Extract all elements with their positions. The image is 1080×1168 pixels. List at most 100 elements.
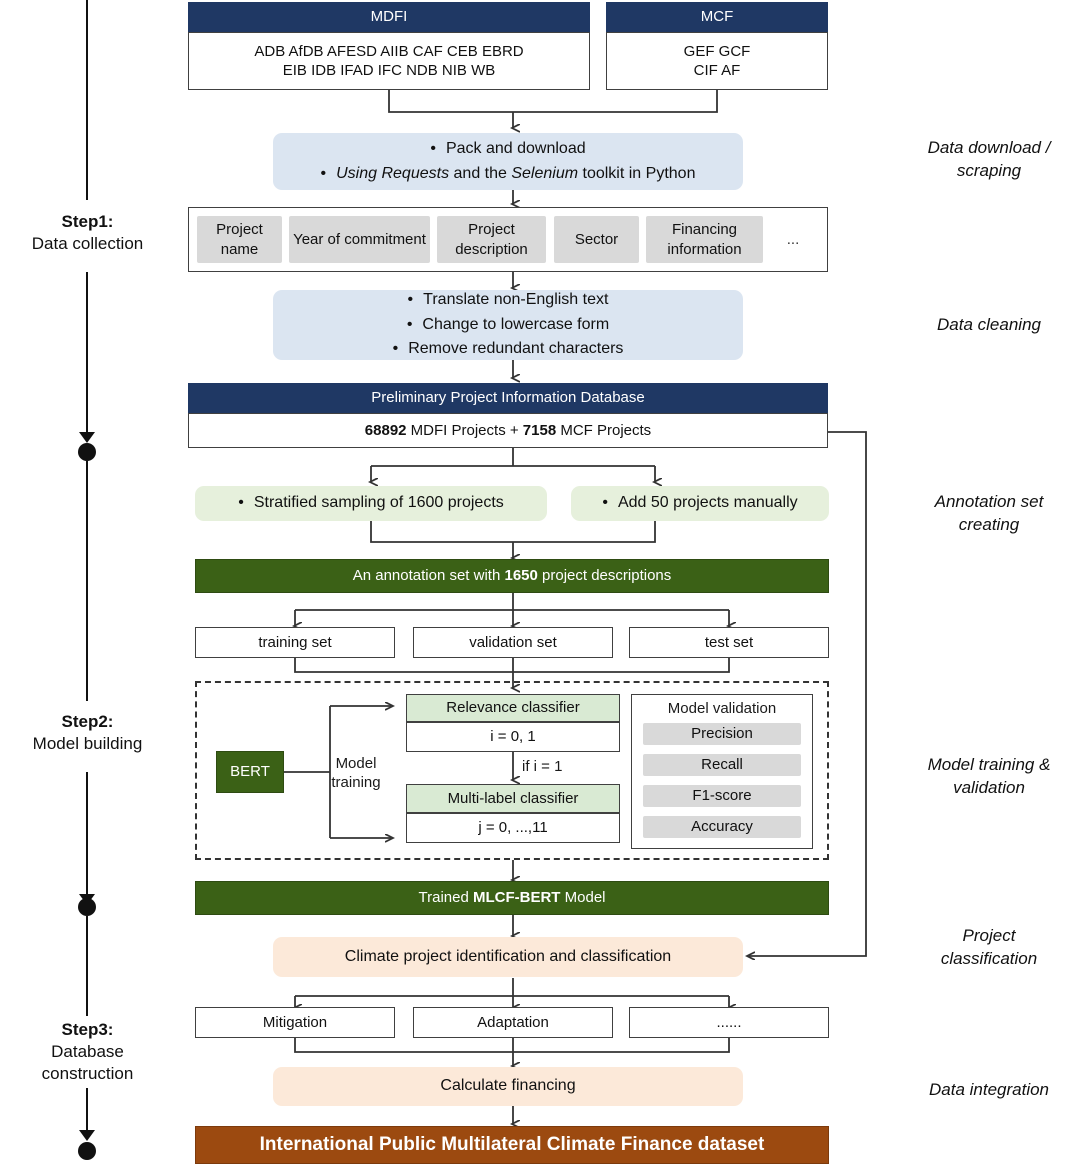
category-mitigation: Mitigation: [195, 1007, 395, 1038]
field-chip-project-name[interactable]: Project name: [197, 216, 282, 263]
timeline-dot-1: [78, 443, 96, 461]
metric-accuracy: Accuracy: [643, 816, 801, 838]
split-test-set: test set: [629, 627, 829, 658]
timeline-arrow-3: [79, 1130, 95, 1141]
model-building-panel: [195, 681, 829, 860]
split-training-set: training set: [195, 627, 395, 658]
mdfi-line-1: ADB AfDB AFESD AIIB CAF CEB EBRD: [254, 42, 524, 60]
cleaning-bullet-3: Remove redundant characters: [273, 337, 743, 362]
annotation-set-post: project descriptions: [537, 567, 672, 585]
database-header: Preliminary Project Information Database: [188, 383, 828, 413]
annotation-line-1: Data download /: [927, 138, 1051, 157]
field-chip-project-description[interactable]: Project description: [437, 216, 546, 263]
metric-f1-score: F1-score: [643, 785, 801, 807]
download-bullet-2: Using Requests and the Selenium toolkit …: [273, 162, 743, 187]
download-bullet-2-mid: and the: [449, 164, 512, 182]
metric-precision: Precision: [643, 723, 801, 745]
annotation-data-download: Data download / scraping: [898, 137, 1080, 183]
mdfi-count-label: MDFI Projects +: [406, 421, 523, 439]
step-1-sub: Data collection: [31, 234, 144, 254]
timeline-dot-3: [78, 1142, 96, 1160]
model-training-label: Model training: [325, 751, 387, 795]
database-counts: 68892 MDFI Projects + 7158 MCF Projects: [188, 413, 828, 448]
mdfi-body: ADB AfDB AFESD AIIB CAF CEB EBRD EIB IDB…: [188, 32, 590, 90]
multilabel-classifier-header: Multi-label classifier: [406, 784, 620, 813]
mcf-project-count: 7158: [522, 421, 557, 439]
bert-box: BERT: [216, 751, 284, 793]
annotation-line-1: Model training &: [927, 755, 1051, 774]
annotation-annotation-set: Annotation set creating: [898, 491, 1080, 537]
timeline-segment-3: [86, 461, 88, 701]
annotation-set-pre: An annotation set with: [352, 567, 505, 585]
annotation-line-1: Project: [962, 926, 1016, 945]
step-label-3: Step3: Database construction: [0, 1016, 175, 1089]
relevance-classifier-value: i = 0, 1: [406, 722, 620, 752]
annotation-line-1: Data integration: [928, 1080, 1050, 1099]
annotation-set-box: An annotation set with 1650 project desc…: [195, 559, 829, 593]
annotation-line-2: creating: [958, 514, 1020, 534]
annotation-model-training: Model training & validation: [898, 754, 1080, 800]
split-validation-set: validation set: [413, 627, 613, 658]
field-chip-year-of-commitment[interactable]: Year of commitment: [289, 216, 430, 263]
field-chip-ellipsis: ...: [786, 230, 800, 248]
timeline-dot-2: [78, 898, 96, 916]
field-chip-sector[interactable]: Sector: [554, 216, 639, 263]
model-training-line-1: Model: [335, 754, 377, 772]
step-label-1: Step1: Data collection: [0, 208, 175, 259]
trained-model-name: MLCF-BERT: [472, 889, 561, 907]
mcf-line-1: GEF GCF: [683, 42, 751, 60]
metric-recall: Recall: [643, 754, 801, 776]
mdfi-header: MDFI: [188, 2, 590, 32]
cleaning-bullet-2: Change to lowercase form: [273, 313, 743, 338]
field-chip-financing-information[interactable]: Financing information: [646, 216, 763, 263]
annotation-line-2: classification: [940, 948, 1038, 968]
final-dataset-box: International Public Multilateral Climat…: [195, 1126, 829, 1164]
timeline-segment-4: [86, 772, 88, 894]
trained-model-post: Model: [560, 889, 606, 907]
requests-emphasis: Using Requests: [336, 164, 450, 182]
classification-box: Climate project identification and class…: [273, 937, 743, 977]
timeline-arrow-1: [79, 432, 95, 443]
mcf-body: GEF GCF CIF AF: [606, 32, 828, 90]
mdfi-project-count: 68892: [364, 421, 407, 439]
category-adaptation: Adaptation: [413, 1007, 613, 1038]
annotation-data-integration: Data integration: [898, 1079, 1080, 1102]
mcf-header: MCF: [606, 2, 828, 32]
annotation-project-classification: Project classification: [898, 925, 1080, 971]
annotation-line-2: validation: [953, 777, 1025, 797]
cleaning-bullet-1: Translate non-English text: [273, 288, 743, 313]
step-3-head: Step3:: [61, 1020, 114, 1039]
download-step-box: Pack and download Using Requests and the…: [273, 133, 743, 190]
stratified-sampling-label: Stratified sampling of 1600 projects: [195, 491, 547, 516]
annotation-set-count: 1650: [504, 567, 538, 585]
manual-add-label: Add 50 projects manually: [571, 491, 829, 516]
model-training-line-2: training: [331, 774, 381, 791]
timeline-segment-1: [86, 0, 88, 200]
timeline-segment-6: [86, 1086, 88, 1138]
trained-model-pre: Trained: [418, 889, 473, 907]
stratified-sampling-box: Stratified sampling of 1600 projects: [195, 486, 547, 521]
manual-add-box: Add 50 projects manually: [571, 486, 829, 521]
download-bullet-2-post: toolkit in Python: [578, 164, 696, 182]
relevance-classifier-header: Relevance classifier: [406, 694, 620, 722]
step-label-2: Step2: Model building: [0, 708, 175, 759]
step-2-head: Step2:: [61, 712, 114, 731]
trained-model-box: Trained MLCF-BERT Model: [195, 881, 829, 915]
cleaning-step-box: Translate non-English text Change to low…: [273, 290, 743, 360]
annotation-line-1: Annotation set: [934, 492, 1044, 511]
annotation-line-1: Data cleaning: [937, 315, 1041, 334]
step-2-sub: Model building: [32, 734, 143, 754]
mdfi-line-2: EIB IDB IFAD IFC NDB NIB WB: [282, 62, 496, 79]
step-3-sub2: construction: [41, 1064, 134, 1084]
step-1-head: Step1:: [61, 212, 114, 231]
timeline-segment-2: [86, 272, 88, 432]
category-more: ......: [629, 1007, 829, 1038]
download-bullet-1: Pack and download: [273, 137, 743, 162]
calculate-financing-box: Calculate financing: [273, 1067, 743, 1106]
mcf-count-label: MCF Projects: [556, 421, 652, 439]
timeline-segment-5: [86, 916, 88, 1016]
condition-label: if i = 1: [522, 758, 563, 776]
annotation-data-cleaning: Data cleaning: [898, 314, 1080, 337]
mcf-line-2: CIF AF: [693, 62, 741, 79]
